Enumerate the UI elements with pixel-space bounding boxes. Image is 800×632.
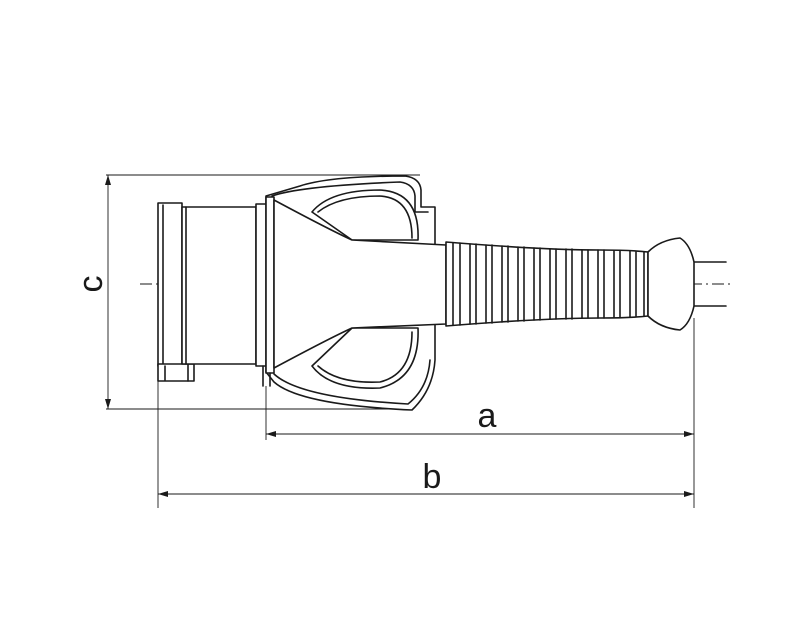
dim-c-label: c — [72, 276, 110, 293]
dimension-c: c — [72, 174, 420, 410]
sleeve — [181, 206, 257, 365]
dim-c-arrow-bottom — [105, 399, 111, 409]
dim-a-arrow-right — [684, 431, 694, 437]
flange — [255, 196, 275, 387]
dim-a-label: a — [478, 397, 497, 435]
dim-b-arrow-right — [684, 491, 694, 497]
dim-c-arrow-top — [105, 175, 111, 185]
end-cap — [647, 237, 695, 331]
dim-a-arrow-left — [266, 431, 276, 437]
dim-b-arrow-left — [158, 491, 168, 497]
dimension-b: b — [157, 381, 695, 508]
dim-b-label: b — [423, 458, 442, 496]
cable-wires — [689, 261, 727, 307]
dimension-a: a — [265, 318, 695, 440]
strain-relief — [445, 241, 649, 327]
front-coupling — [157, 202, 195, 382]
